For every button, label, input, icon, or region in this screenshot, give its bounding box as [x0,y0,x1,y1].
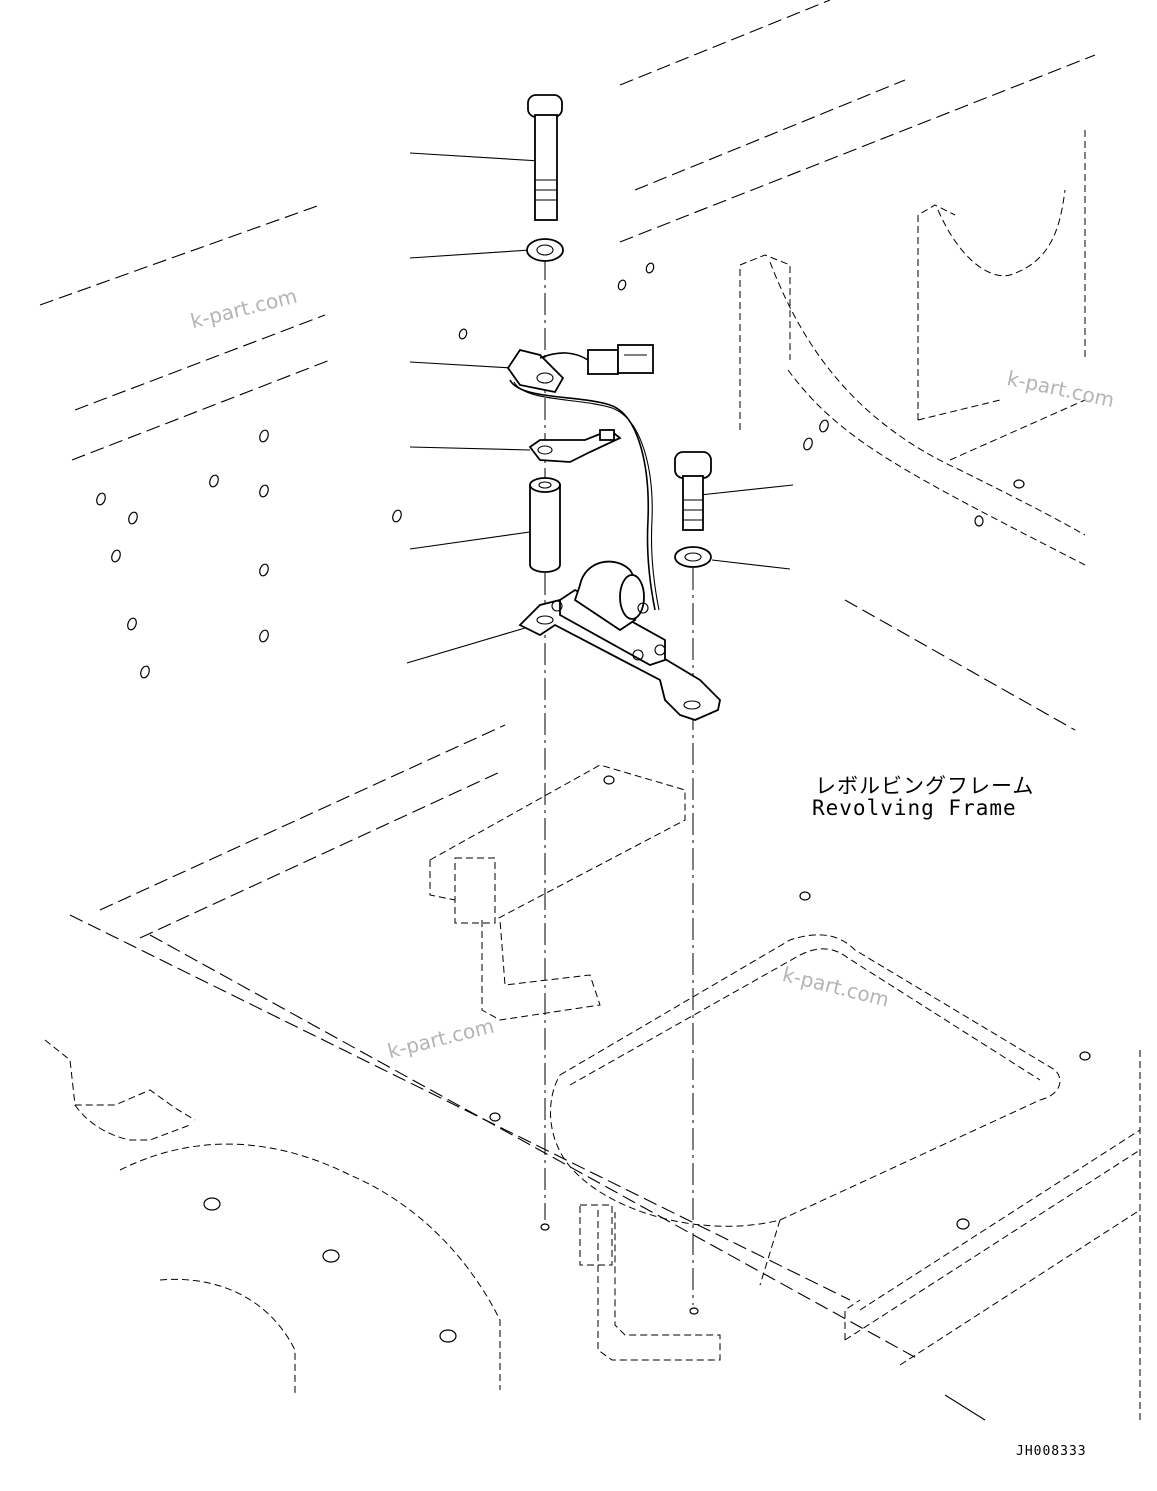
leader-washer-right [711,559,791,570]
leader-washer-upper [409,249,531,259]
revolving-frame-outline [39,0,1141,1421]
ground-terminal [528,428,622,463]
frame-label-english: Revolving Frame [812,796,1017,820]
frame-label-japanese: レボルビングフレーム [815,774,1035,798]
bolt-long [527,94,563,221]
washer-upper [526,238,564,262]
drawing-id: JH008333 [1016,1444,1087,1459]
buzzer-bracket-assembly [518,560,721,721]
leader-bolt-short [699,484,794,496]
leader-ground-harness [409,361,514,369]
leader-spacer-collar [409,531,531,550]
leader-bolt-long [409,152,541,162]
assembly-axis-lines [544,258,694,1305]
leader-buzzer-bracket [406,627,526,664]
leader-ground-terminal [409,446,531,451]
spacer-collar [529,477,561,573]
ground-harness [506,344,660,611]
washer-right [674,546,712,568]
bolt-short [674,451,712,531]
frame-holes [96,262,1091,1343]
callout-leaders [406,152,794,664]
